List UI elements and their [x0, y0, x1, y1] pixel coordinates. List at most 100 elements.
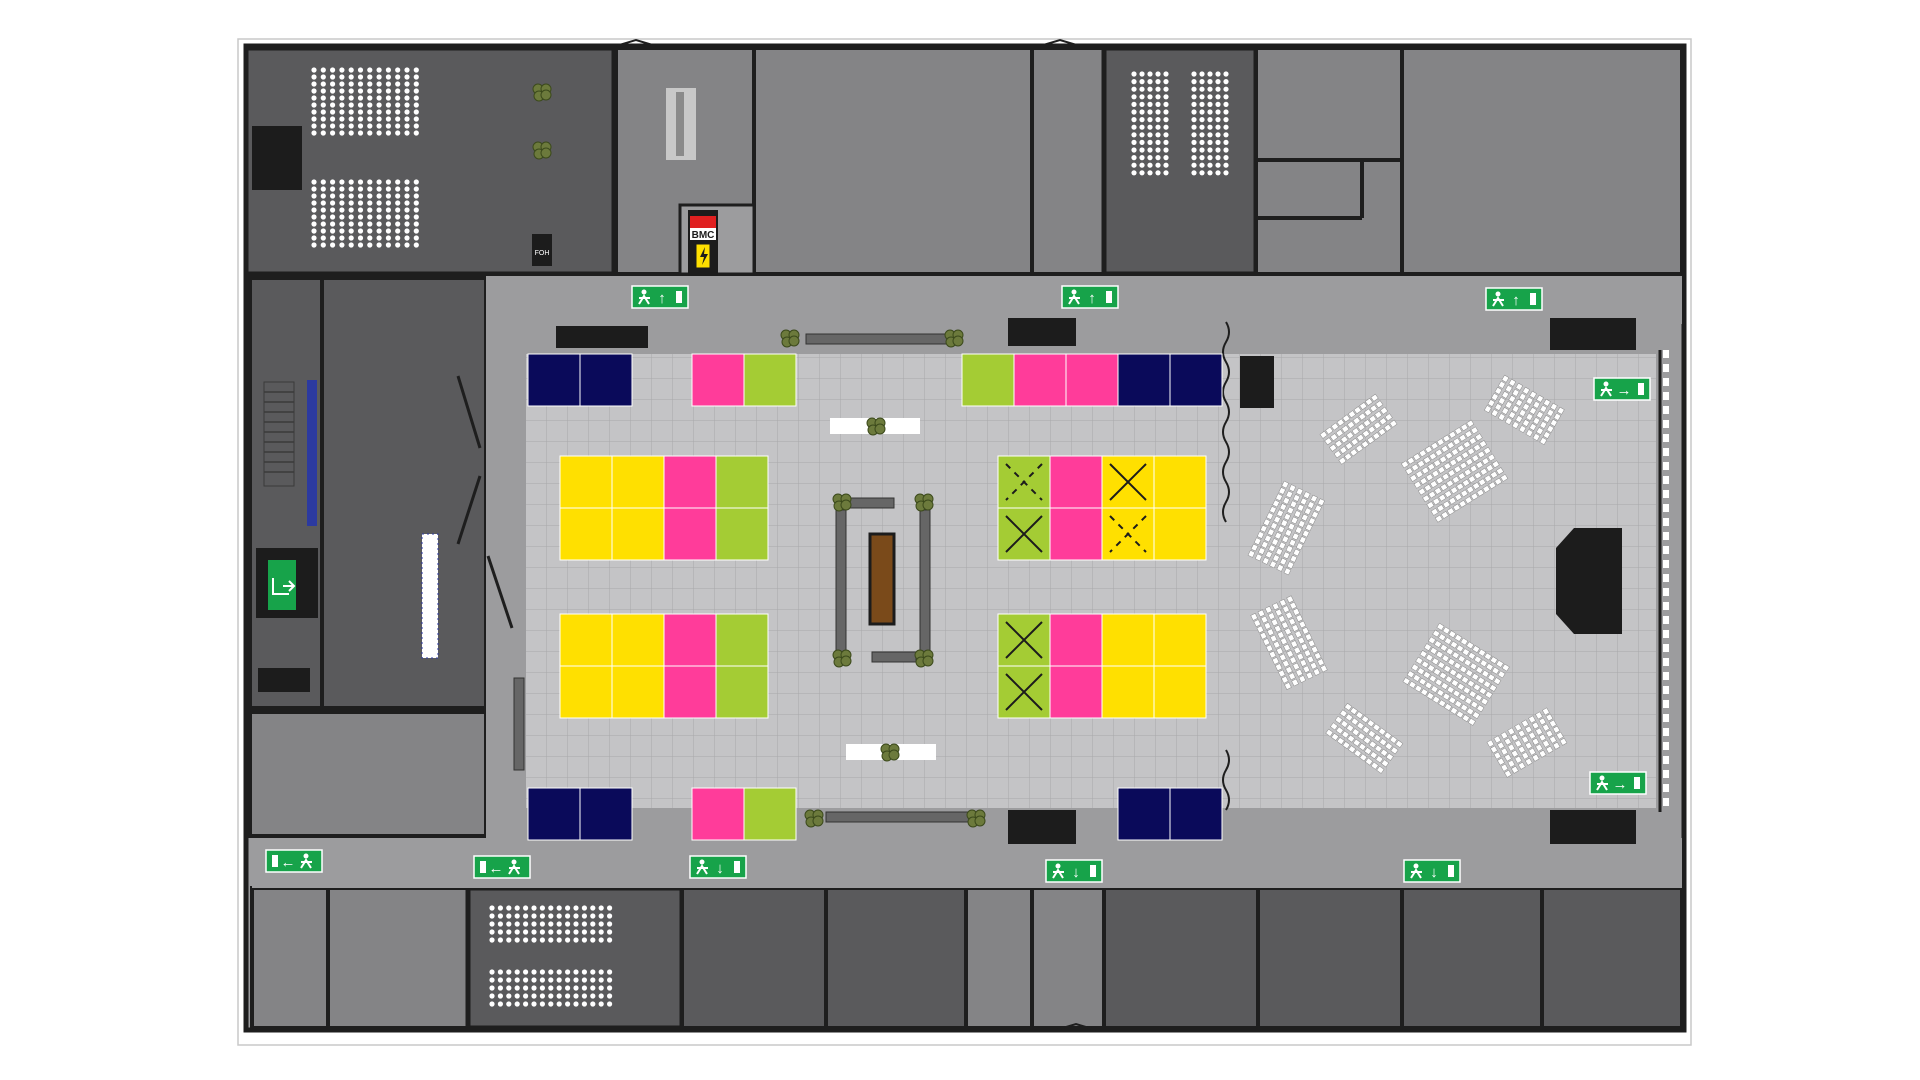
- room-seat: [523, 913, 529, 919]
- theatre-seat: [311, 116, 317, 122]
- running-man-exit-icon: [1071, 289, 1077, 295]
- room-seat: [1163, 155, 1169, 161]
- room-seat: [1139, 94, 1145, 100]
- black-block-1: [556, 326, 648, 348]
- room-seat: [1207, 79, 1213, 85]
- room-seat: [1147, 124, 1153, 130]
- room-seat: [1131, 71, 1137, 77]
- room-seat: [598, 929, 604, 935]
- black-block-3: [1240, 356, 1274, 408]
- theatre-seat: [339, 207, 345, 213]
- theatre-seat: [311, 200, 317, 206]
- room-seat: [607, 929, 613, 935]
- room-seat: [523, 921, 529, 927]
- room-seat: [1139, 71, 1145, 77]
- room-seat: [556, 921, 562, 927]
- theatre-seat: [395, 67, 401, 73]
- room-seat: [1199, 94, 1205, 100]
- theatre-seat: [385, 123, 391, 129]
- theatre-seat: [330, 67, 336, 73]
- room-seat: [1163, 109, 1169, 115]
- exit-door-mark: [1634, 777, 1640, 789]
- room-seat: [1131, 79, 1137, 85]
- theatre-seat: [330, 102, 336, 108]
- theatre-seat: [395, 242, 401, 248]
- theatre-seat: [367, 116, 373, 122]
- room-seat: [1155, 162, 1161, 168]
- theatre-seat: [385, 74, 391, 80]
- bottom-corridor: [252, 838, 1682, 888]
- cross-icon: [1005, 621, 1043, 659]
- theatre-seat: [367, 235, 373, 241]
- theatre-seat: [376, 116, 382, 122]
- bmc-label: BMC: [692, 230, 715, 241]
- room-seat: [1139, 86, 1145, 92]
- theatre-seat: [376, 186, 382, 192]
- room-seat: [497, 937, 503, 943]
- theatre-seat: [385, 81, 391, 87]
- lobby-doors: [456, 375, 514, 629]
- room-seat: [1191, 101, 1197, 107]
- exit-door-icon: [272, 578, 296, 595]
- room-seat: [506, 929, 512, 935]
- booth-layer: [527, 353, 1223, 841]
- theatre-seat: [357, 179, 364, 185]
- theatre-seat: [339, 67, 345, 73]
- theatre-seat: [320, 228, 326, 234]
- room-seat: [1139, 139, 1145, 145]
- room-seat: [1207, 101, 1213, 107]
- room-seat: [1207, 71, 1213, 77]
- bottom-left-booth: [579, 787, 633, 841]
- theatre-seat: [330, 81, 336, 87]
- theatre-seat: [348, 214, 354, 220]
- room-seat: [1215, 124, 1221, 130]
- room-seat: [1191, 147, 1197, 153]
- room-seat: [531, 969, 537, 975]
- theatre-seat: [330, 109, 336, 115]
- room-seat: [514, 921, 520, 927]
- plant-icon: [966, 809, 986, 828]
- room-seat: [1223, 86, 1229, 92]
- room-seat: [573, 913, 579, 919]
- room-seat: [598, 985, 604, 991]
- room-seat: [1155, 109, 1161, 115]
- theatre-seat: [413, 242, 419, 248]
- island-left-0-booth: [611, 507, 665, 561]
- room-seat: [581, 985, 588, 991]
- plant-icon: [832, 493, 852, 512]
- theatre-seat: [376, 123, 382, 129]
- room-seat: [539, 905, 546, 911]
- room-seat: [590, 985, 596, 991]
- island-left-1-booth: [715, 613, 769, 667]
- black-block-6: [1550, 810, 1636, 844]
- room-seat: [1207, 162, 1213, 168]
- theatre-seat: [339, 102, 345, 108]
- theatre-seat: [320, 123, 326, 129]
- theatre-seat: [367, 221, 373, 227]
- room-seat: [497, 969, 503, 975]
- room-seat: [497, 993, 503, 999]
- island-right-1-booth: [1153, 613, 1207, 667]
- room-seat: [497, 985, 503, 991]
- room-seat: [565, 921, 571, 927]
- room-seat: [590, 993, 596, 999]
- theatre-seat: [367, 228, 373, 234]
- room-seat: [1131, 170, 1137, 176]
- theatre-seat: [357, 109, 364, 115]
- room-seat: [573, 993, 579, 999]
- room-seat: [506, 905, 512, 911]
- theatre-seat: [367, 102, 373, 108]
- theatre-seat: [395, 186, 401, 192]
- room-top-7: [1400, 46, 1684, 276]
- theatre-seat: [339, 221, 345, 227]
- theatre-seat: [404, 67, 410, 73]
- theatre-seat: [330, 207, 336, 213]
- exit-arrow: ←: [281, 854, 296, 871]
- theatre-seat: [413, 200, 419, 206]
- theatre-seat: [413, 130, 419, 136]
- room-seat: [539, 969, 546, 975]
- bottom-rooms: [250, 885, 1684, 1031]
- theatre-seat: [320, 200, 326, 206]
- room-seat: [573, 905, 579, 911]
- room-bottom-1: [250, 886, 330, 1030]
